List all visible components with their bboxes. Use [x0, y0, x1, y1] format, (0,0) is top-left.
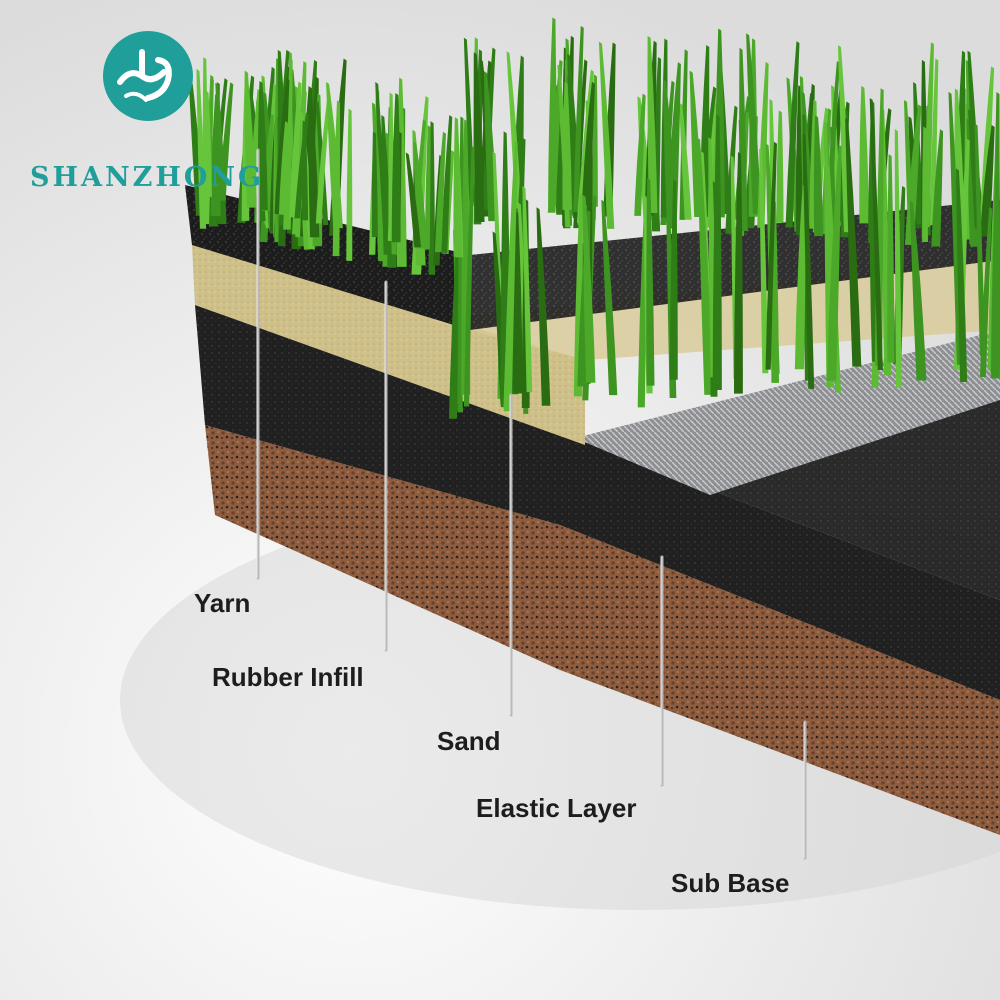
- label-rubber-infill: Rubber Infill: [212, 662, 364, 693]
- label-yarn: Yarn: [194, 588, 250, 619]
- brand-name: SHANZHONG: [30, 162, 280, 193]
- mountain-water-logo-icon: [102, 30, 194, 122]
- label-sub-base: Sub Base: [671, 868, 790, 899]
- brand-logo: SHANZHONG: [30, 30, 280, 170]
- label-sand: Sand: [437, 726, 501, 757]
- label-elastic-layer: Elastic Layer: [476, 793, 636, 824]
